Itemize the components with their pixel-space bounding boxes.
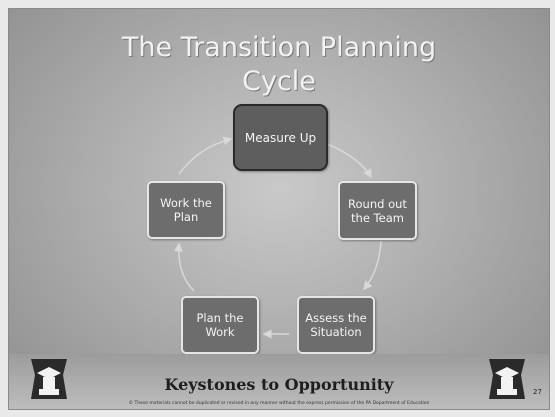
footer-copyright: © These materials cannot be duplicated o… [128,401,430,406]
node-assess-the-situation: Assess the Situation [297,296,375,354]
arrow-icon [326,143,372,179]
footer-band [9,354,549,409]
title-line-1: The Transition Planning [121,32,437,63]
keystone-logo-icon [31,359,67,399]
arrow-icon [178,136,233,175]
node-plan-the-work: Plan the Work [181,296,259,354]
node-measure-up: Measure Up [233,104,328,171]
slide-title: The Transition Planning Cycle [9,31,549,99]
title-line-2: Cycle [242,66,316,97]
cycle-arrows [174,136,382,339]
arrow-icon [363,240,382,291]
node-work-the-plan: Work the Plan [147,181,225,239]
footer-brand: Keystones to Opportunity [164,375,394,394]
node-round-out-the-team: Round out the Team [338,181,417,240]
arrow-icon [174,242,195,292]
page-number: 27 [533,388,542,396]
slide: The Transition Planning Cycle Measure Up… [8,8,550,410]
keystone-logo-icon [489,359,525,399]
